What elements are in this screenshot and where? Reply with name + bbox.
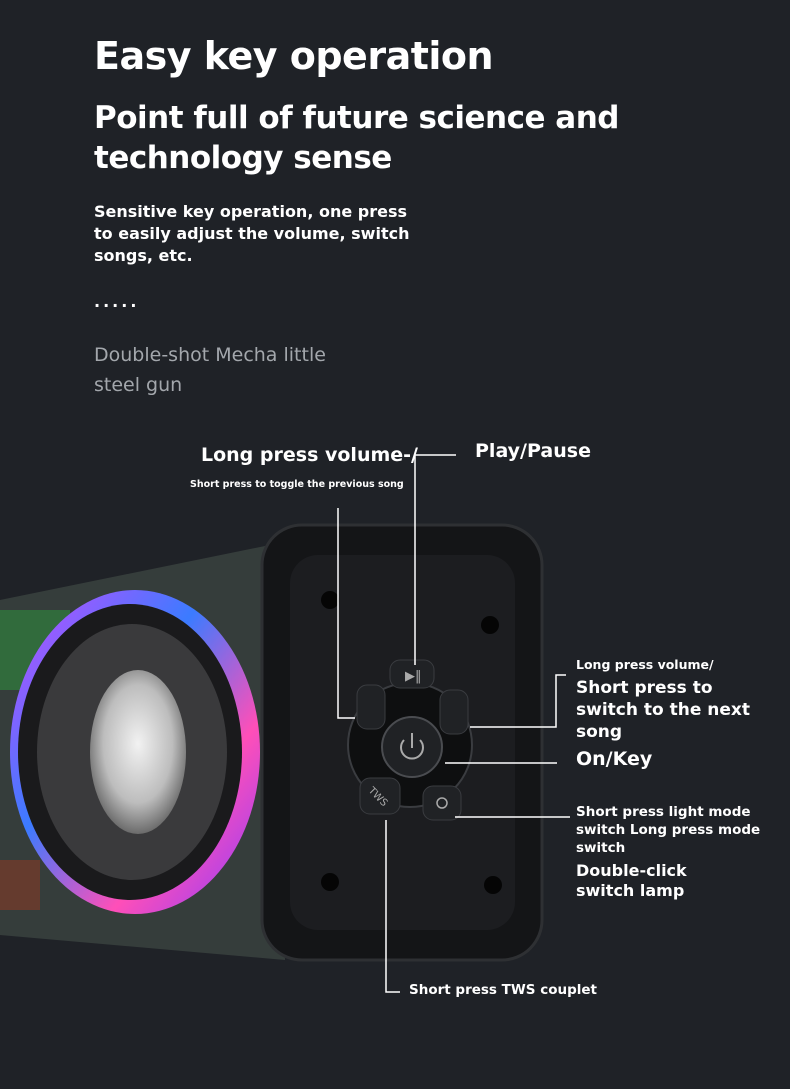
tagline: Double-shot Mecha little steel gun [94,344,326,396]
callout-lines [337,454,570,993]
callout-tws: Short press TWS couplet [409,982,597,998]
callout-volume-up: Long press volume/ [576,657,714,672]
screw-icon [321,873,339,891]
page-subtitle: Point full of future science and technol… [94,100,619,176]
power-icon [400,739,424,760]
screw-icon [321,591,339,609]
description: Sensitive key operation, one press to ea… [94,202,410,265]
light-button [422,785,462,821]
previous-button [356,684,386,730]
callout-next-song: Short press to switch to the next song [576,678,751,742]
light-icon [436,797,448,809]
next-button [439,689,469,735]
tws-button [359,777,401,815]
woofer-cone [90,670,186,834]
callout-play-pause: Play/Pause [475,440,591,462]
screw-icon [484,876,502,894]
play-pause-button [389,659,435,689]
callout-power: On/Key [576,748,653,770]
callout-volume-down: Long press volume-/ [201,444,418,466]
play-pause-icon: ▶‖ [405,669,422,684]
callout-previous-song: Short press to toggle the previous song [190,479,404,490]
screw-icon [481,616,499,634]
dots-divider: ..... [94,292,140,311]
callout-double-click: Double-click switch lamp [576,861,687,900]
page-title: Easy key operation [94,34,494,78]
callout-light-mode: Short press light mode switch Long press… [576,804,761,856]
